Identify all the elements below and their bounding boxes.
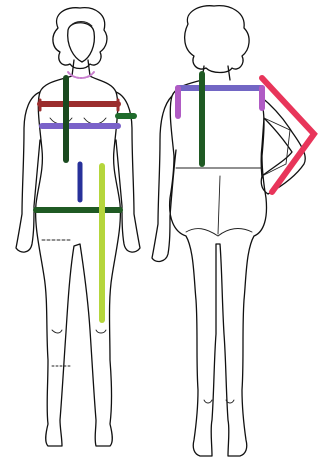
front-hair <box>53 8 107 69</box>
back-calves <box>204 400 234 403</box>
front-body-outline <box>36 76 121 446</box>
back-forearm-panel <box>262 118 290 176</box>
front-knees <box>52 330 106 333</box>
back-body-outline <box>170 80 267 456</box>
back-hair <box>185 6 249 73</box>
back-spine <box>218 176 220 234</box>
front-figure <box>16 8 140 446</box>
arm-length-line <box>262 78 314 192</box>
back-seat-line <box>186 229 252 236</box>
back-figure <box>152 6 305 456</box>
back-measurements <box>178 74 314 192</box>
